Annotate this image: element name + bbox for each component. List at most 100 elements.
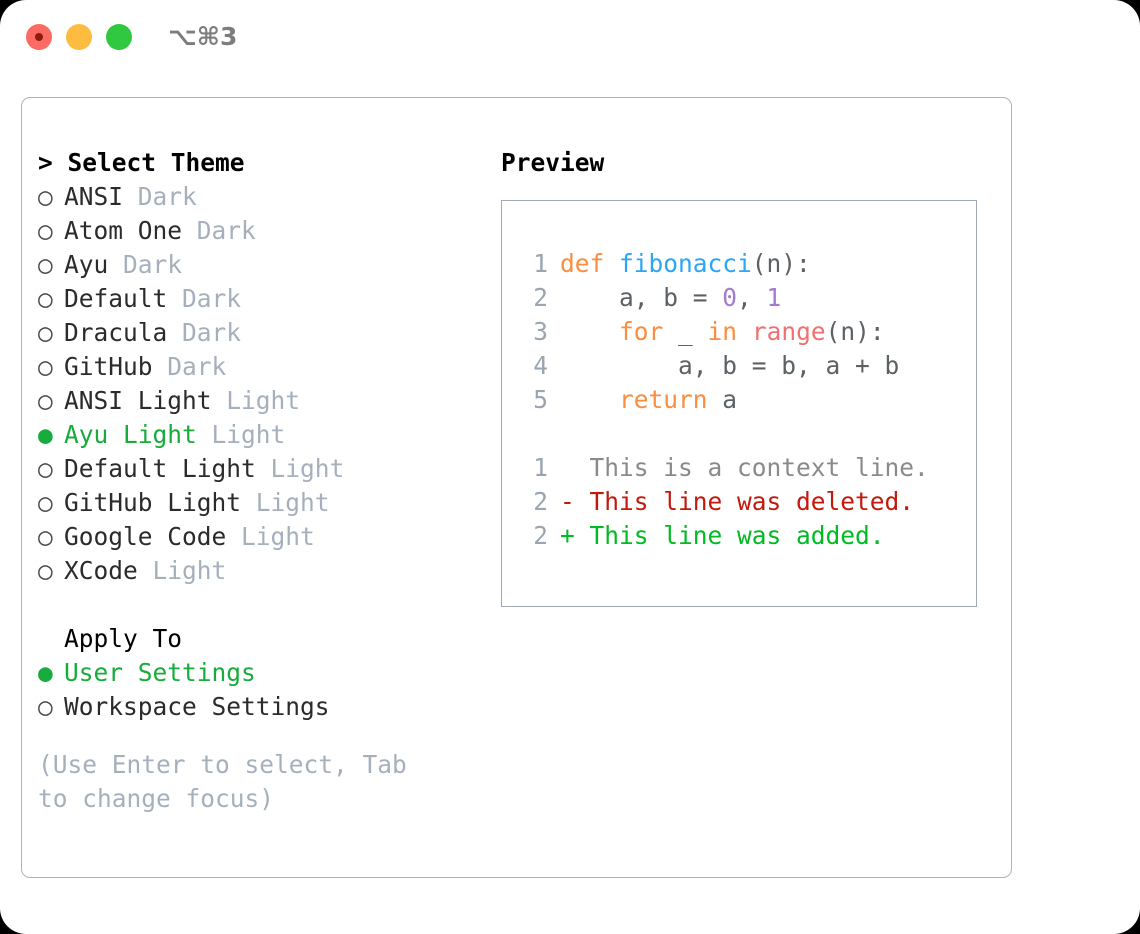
code-token-kw: return: [619, 385, 708, 414]
radio-unselected-icon: ○: [38, 250, 53, 279]
radio-unselected-icon: ○: [38, 386, 53, 415]
theme-option-name: Default Light: [64, 454, 256, 483]
select-theme-header: > Select Theme: [38, 148, 245, 177]
diff-sample: 1 This is a context line.2- This line wa…: [520, 451, 976, 553]
code-line: 2 a, b = 0, 1: [520, 281, 976, 315]
line-number: 2: [533, 283, 548, 312]
theme-list[interactable]: ○ANSI Dark○Atom One Dark○Ayu Dark○Defaul…: [38, 180, 488, 588]
theme-option-name: ANSI: [64, 182, 124, 211]
code-diff-spacer: [520, 417, 976, 451]
theme-option-variant: Dark: [196, 216, 256, 245]
spacer: [197, 420, 212, 449]
code-token-num: 0: [722, 283, 738, 312]
spacer: [226, 522, 241, 551]
spacer: [108, 250, 123, 279]
theme-option-0[interactable]: ○ ANSI Dark: [38, 180, 488, 214]
line-number: 2: [533, 521, 548, 550]
code-token-plain: [560, 317, 619, 346]
title-bar: ⌥⌘3: [0, 0, 1140, 78]
code-token-builtin: range: [751, 317, 826, 346]
theme-option-6[interactable]: ○ANSI Light Light: [38, 384, 488, 418]
theme-option-10[interactable]: ○Google Code Light: [38, 520, 488, 554]
minimize-button[interactable]: [66, 24, 92, 50]
line-number: 3: [533, 317, 548, 346]
maximize-button[interactable]: [106, 24, 132, 50]
spacer: [123, 182, 138, 211]
code-token-plain: [604, 249, 619, 278]
theme-option-name: GitHub: [64, 352, 153, 381]
code-token-plain: a: [707, 385, 738, 414]
theme-option-8[interactable]: ○Default Light Light: [38, 452, 488, 486]
diff-content: This line was added.: [589, 521, 885, 550]
apply-option-0[interactable]: ● User Settings: [38, 656, 488, 690]
keyboard-hint-text: (Use Enter to select, Tab to change focu…: [38, 750, 422, 813]
apply-to-header: Apply To: [64, 624, 183, 653]
spacer: [153, 352, 168, 381]
theme-option-variant: Light: [211, 420, 286, 449]
theme-option-variant: Dark: [137, 182, 197, 211]
code-line: 4 a, b = b, a + b: [520, 349, 976, 383]
theme-option-variant: Dark: [167, 352, 227, 381]
code-token-plain: a, b = b, a + b: [560, 351, 900, 380]
apply-option-1[interactable]: ○ Workspace Settings: [38, 690, 488, 724]
theme-option-variant: Light: [152, 556, 227, 585]
code-token-plain: _: [663, 317, 708, 346]
code-token-punct: (n):: [825, 317, 885, 346]
theme-option-variant: Light: [226, 386, 301, 415]
theme-option-9[interactable]: ○GitHub Light Light: [38, 486, 488, 520]
radio-unselected-icon: ○: [38, 182, 53, 211]
radio-selected-icon: ●: [38, 658, 53, 687]
theme-option-2[interactable]: ○Ayu Dark: [38, 248, 488, 282]
radio-unselected-icon: ○: [38, 556, 53, 585]
apply-option-name: Workspace Settings: [64, 692, 330, 721]
apply-to-list[interactable]: ● User Settings ○ Workspace Settings: [38, 656, 488, 724]
diff-content: This is a context line.: [589, 453, 929, 482]
theme-option-11[interactable]: ○ XCode Light: [38, 554, 488, 588]
radio-unselected-icon: ○: [38, 318, 53, 347]
close-button[interactable]: [26, 24, 52, 50]
code-line: 5 return a: [520, 383, 976, 417]
theme-option-7[interactable]: ●Ayu Light Light: [38, 418, 488, 452]
code-token-kw: def: [560, 249, 605, 278]
line-number: 1: [533, 249, 548, 278]
code-token-plain: [737, 317, 752, 346]
diff-content: This line was deleted.: [589, 487, 915, 516]
section-spacer: [38, 588, 488, 622]
code-token-kw: for: [619, 317, 664, 346]
theme-option-name: Atom One: [64, 216, 183, 245]
diff-marker: +: [560, 521, 590, 550]
theme-list-column: > Select Theme ○ANSI Dark○Atom One Dark○…: [38, 146, 488, 816]
radio-unselected-icon: ○: [38, 352, 53, 381]
line-number: 5: [533, 385, 548, 414]
theme-option-3[interactable]: ○Default Dark: [38, 282, 488, 316]
diff-text: - This line was deleted.: [560, 487, 914, 516]
theme-option-1[interactable]: ○Atom One Dark: [38, 214, 488, 248]
code-token-kw: in: [707, 317, 738, 346]
window-controls: [26, 24, 132, 50]
theme-picker-card: > Select Theme ○ANSI Dark○Atom One Dark○…: [21, 97, 1012, 878]
theme-option-name: XCode: [64, 556, 138, 585]
theme-option-name: Default: [64, 284, 168, 313]
code-token-plain: a, b =: [560, 283, 723, 312]
diff-marker: -: [560, 487, 590, 516]
code-token-plain: [560, 385, 619, 414]
apply-option-name: User Settings: [64, 658, 256, 687]
spacer: [256, 454, 271, 483]
radio-unselected-icon: ○: [38, 522, 53, 551]
keyboard-shortcut-label: ⌥⌘3: [168, 22, 238, 51]
radio-unselected-icon: ○: [38, 692, 53, 721]
diff-line-del: 2- This line was deleted.: [520, 485, 976, 519]
code-token-plain: ,: [737, 283, 767, 312]
spacer: [167, 284, 182, 313]
radio-unselected-icon: ○: [38, 454, 53, 483]
theme-option-4[interactable]: ○Dracula Dark: [38, 316, 488, 350]
diff-line-add: 2 + This line was added.: [520, 519, 976, 553]
theme-option-5[interactable]: ○ GitHub Dark: [38, 350, 488, 384]
line-number: 4: [533, 351, 548, 380]
code-token-num: 1: [766, 283, 782, 312]
spacer: [138, 556, 153, 585]
